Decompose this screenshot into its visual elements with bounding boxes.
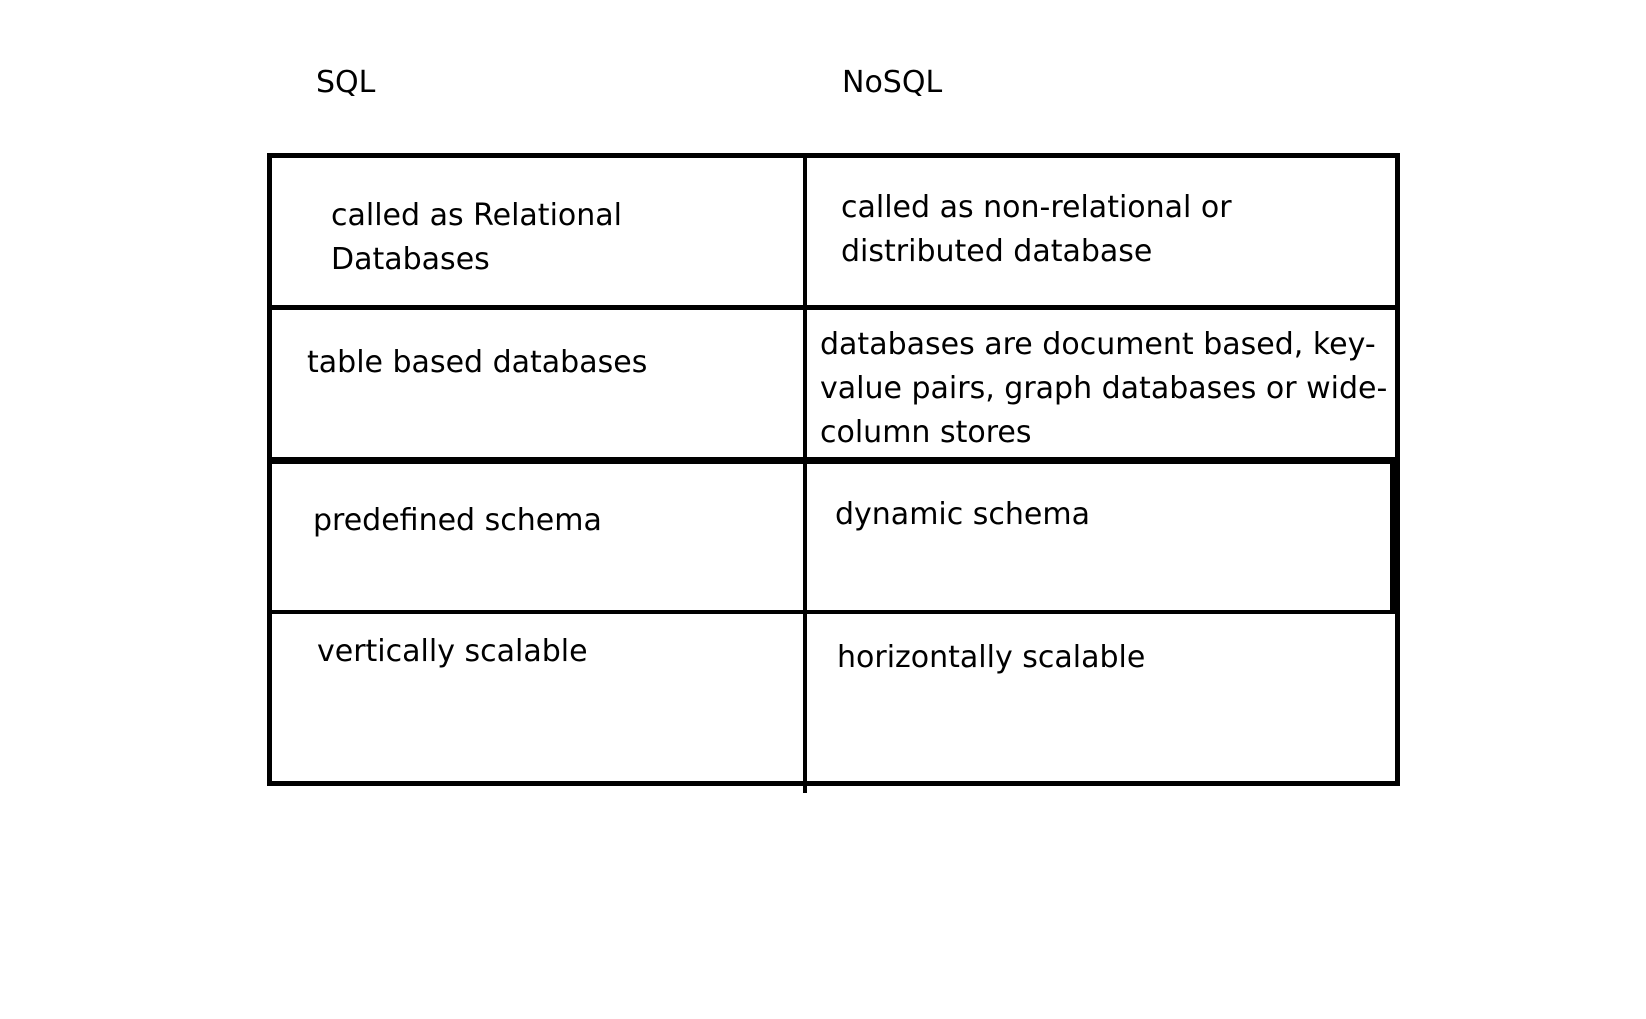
cell-nosql-row1: called as non-relational or distributed … [841,186,1232,274]
row-divider [272,610,1395,614]
cell-line: table based databases [307,345,648,380]
row-divider [272,305,1395,310]
cell-line: called as non-relational or [841,190,1232,225]
cell-line: predefined schema [313,503,602,538]
cell-line: distributed database [841,234,1153,269]
cell-sql-row2: table based databases [307,341,647,385]
cell-line: Databases [331,242,490,277]
cell-line: horizontally scalable [837,640,1146,675]
cell-line: vertically scalable [317,634,588,669]
cell-nosql-row3: dynamic schema [835,493,1090,537]
cell-nosql-row4: horizontally scalable [837,636,1145,680]
cell-nosql-row2: databases are document based, key- value… [820,323,1387,455]
column-header-sql: SQL [316,65,376,100]
column-header-nosql: NoSQL [842,65,943,100]
cell-sql-row4: vertically scalable [317,630,588,674]
border-segment [1390,457,1397,614]
cell-line: column stores [820,415,1032,450]
cell-sql-row3: predefined schema [313,499,602,543]
row-divider [272,457,1395,464]
cell-line: value pairs, graph databases or wide- [820,371,1388,406]
cell-line: databases are document based, key- [820,327,1376,362]
comparison-table: called as Relational Databases called as… [267,153,1400,793]
cell-sql-row1: called as Relational Databases [331,194,622,282]
cell-line: dynamic schema [835,497,1090,532]
cell-line: called as Relational [331,198,622,233]
column-divider [803,158,807,793]
